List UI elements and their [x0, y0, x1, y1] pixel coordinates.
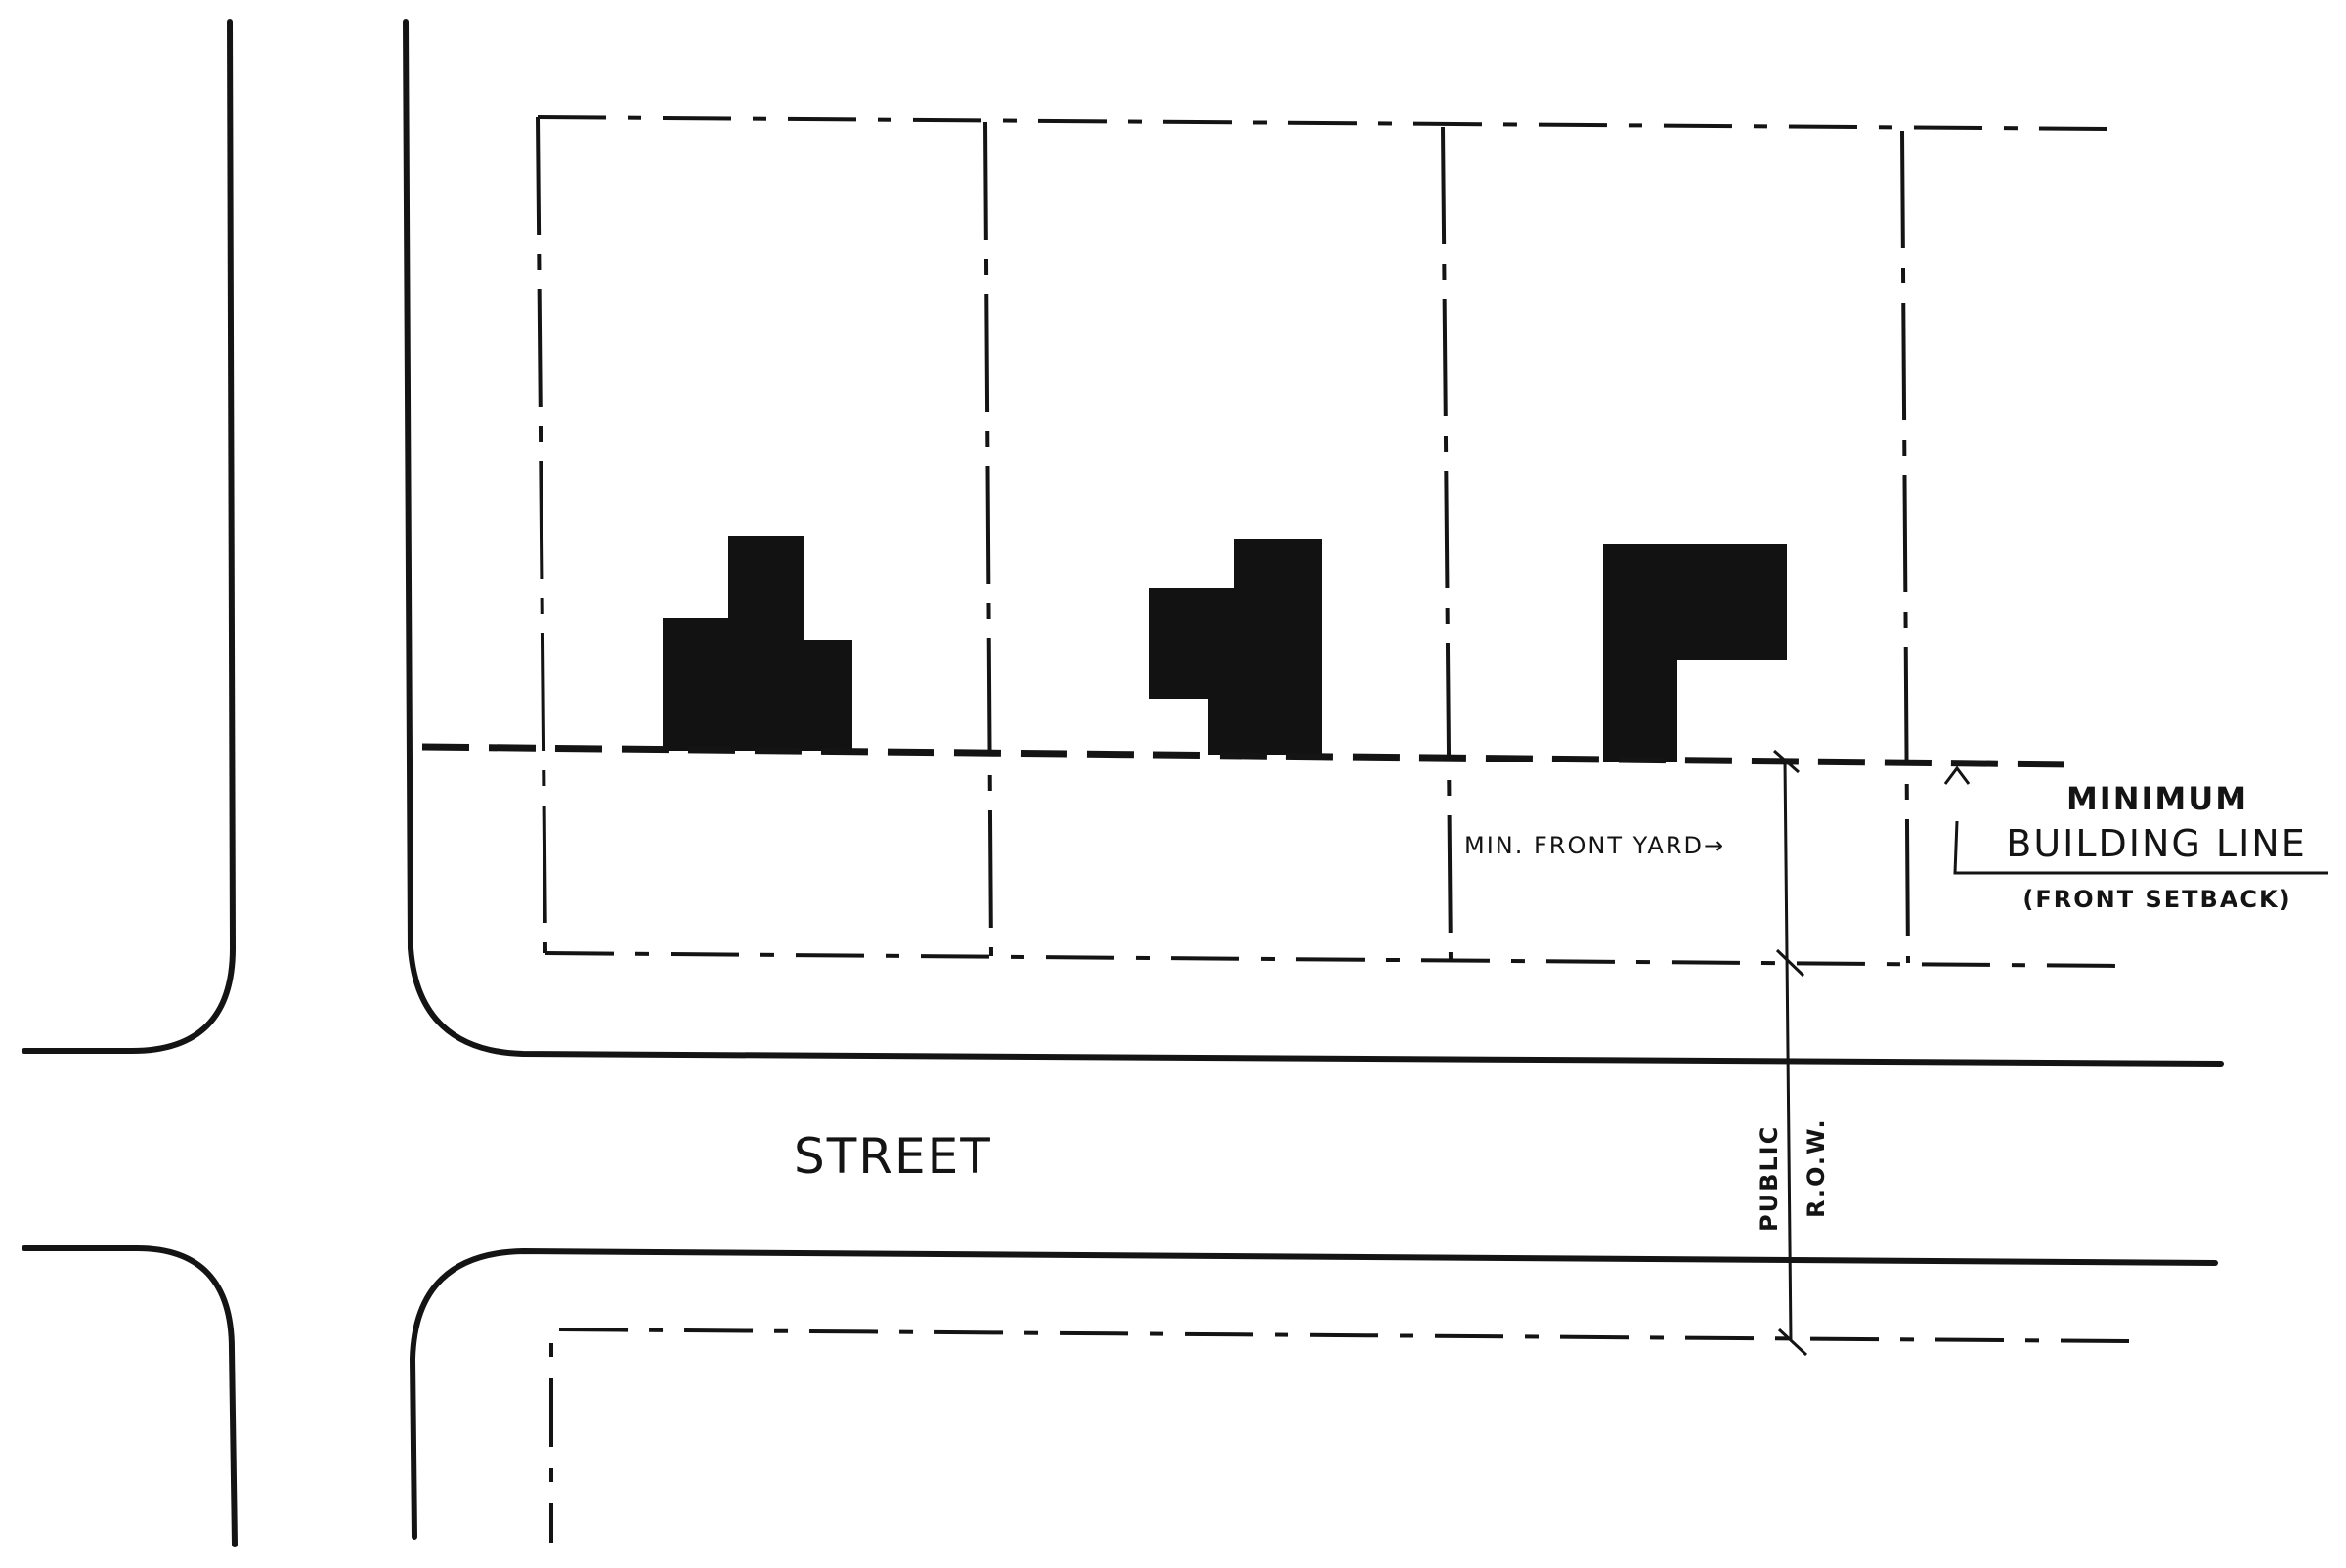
building-line-label-line1: MINIMUM	[2066, 780, 2248, 817]
front-property-line	[544, 951, 2120, 968]
building-2	[1149, 539, 1322, 755]
south-block-property-line	[549, 1327, 2130, 1543]
main-street-south-curb	[410, 1248, 2218, 1540]
building-3	[1603, 544, 1787, 762]
street-label: STREET	[794, 1128, 992, 1185]
minimum-building-line	[421, 743, 2073, 768]
rear-property-line	[537, 115, 2112, 131]
lot-3-east-line	[1900, 130, 1910, 964]
building-line-leader-arrow	[1943, 765, 1971, 785]
street-curbs	[22, 19, 2224, 1547]
cross-street-east-curb-north	[403, 19, 2224, 1067]
public-row-label-line2: R.O.W.	[1803, 1117, 1830, 1218]
dim-tick-bottom	[1777, 1328, 1808, 1357]
lot-2-3-side-line	[1441, 126, 1453, 961]
public-row-label-line1: PUBLIC	[1756, 1125, 1783, 1232]
dim-tick-top	[1773, 749, 1800, 774]
building-line-label-line3: (FRONT SETBACK)	[2022, 886, 2291, 913]
lot-1-west-line	[536, 116, 547, 954]
front-yard-dimension-line	[1783, 760, 1793, 1342]
cross-street-west-curb-north	[22, 19, 236, 1054]
building-line-label-line2: BUILDING LINE	[2006, 822, 2307, 865]
min-front-yard-label: MIN. FRONT YARD→	[1464, 832, 1725, 859]
buildings	[663, 536, 1787, 762]
lot-1-2-side-line	[983, 121, 993, 957]
building-line-leader	[1953, 820, 2328, 875]
public-row-label: PUBLIC R.O.W.	[1756, 1117, 1830, 1232]
dim-tick-front	[1775, 948, 1805, 978]
building-1	[663, 536, 852, 751]
dimension-lines	[1773, 749, 2328, 1357]
lot-boundaries	[536, 115, 2130, 1543]
cross-street-west-curb-south	[22, 1245, 238, 1547]
minimum-building-line-label: MINIMUM BUILDING LINE (FRONT SETBACK)	[2006, 780, 2307, 913]
